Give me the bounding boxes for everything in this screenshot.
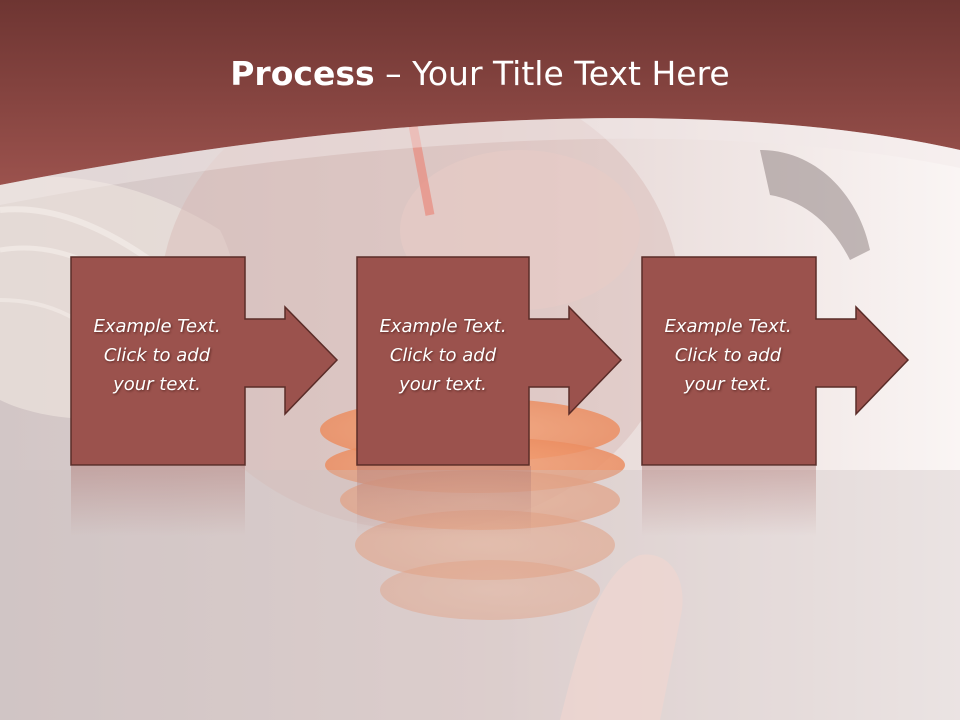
step-arrow-shape [70,256,339,466]
process-step-3[interactable]: Example Text. Click to add your text. [641,256,910,466]
step-text: Example Text. Click to add your text. [664,316,792,395]
step-arrow-shape [356,256,623,466]
step-arrow-shape [641,256,910,466]
process-step-2[interactable]: Example Text. Click to add your text. [356,256,623,466]
title-rest: – Your Title Text Here [374,54,730,93]
process-step-1[interactable]: Example Text. Click to add your text. [70,256,339,466]
title-bold: Process [230,54,375,93]
step-reflection [71,466,245,536]
step-text: Example Text. Click to add your text. [379,316,507,395]
step-reflection [642,466,816,536]
page-title[interactable]: Process – Your Title Text Here [0,52,960,96]
step-text: Example Text. Click to add your text. [93,316,221,395]
step-reflection [357,466,531,536]
